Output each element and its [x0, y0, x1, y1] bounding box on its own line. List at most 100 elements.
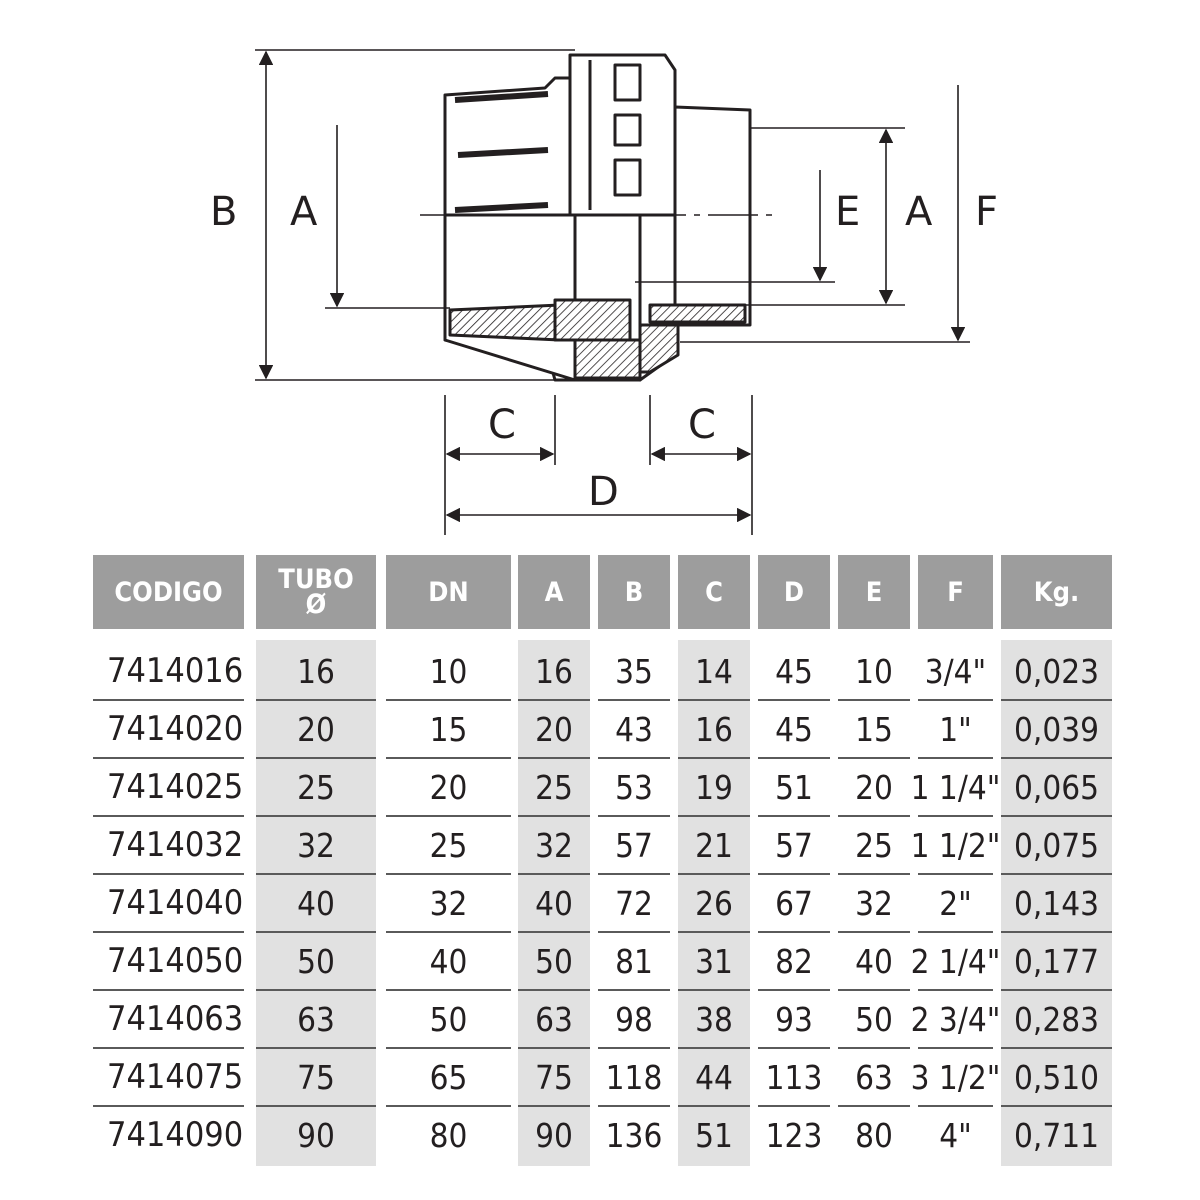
cell-e: 40	[855, 941, 893, 981]
fitting-body	[443, 53, 752, 382]
cell-codigo: 7414040	[107, 883, 244, 923]
row-divider	[256, 1105, 376, 1107]
row-divider	[386, 989, 511, 991]
cell-kg: 0,065	[1014, 767, 1099, 807]
cell-b: 81	[615, 941, 653, 981]
union-fitting-drawing: B A E A F C C D	[210, 49, 998, 535]
row-divider	[93, 989, 244, 991]
cell-dn: 40	[429, 941, 468, 981]
cell-codigo: 7414075	[107, 1057, 244, 1097]
row-divider	[758, 989, 830, 991]
row-divider	[256, 931, 376, 933]
row-divider	[518, 699, 590, 701]
row-divider	[1001, 757, 1112, 759]
cell-b: 72	[615, 883, 653, 923]
cell-e: 20	[855, 767, 893, 807]
column-shade	[518, 640, 590, 1166]
cell-e: 63	[855, 1057, 893, 1097]
label-b: B	[210, 189, 237, 235]
row-divider	[838, 1105, 910, 1107]
cell-a: 90	[535, 1115, 573, 1155]
cell-codigo: 7414050	[107, 941, 244, 981]
row-divider	[518, 1105, 590, 1107]
cell-f: 2 1/4"	[910, 941, 1001, 981]
cell-d: 93	[775, 999, 813, 1039]
cell-f: 2"	[939, 883, 972, 923]
row-divider	[386, 757, 511, 759]
cell-tubo: 63	[297, 999, 335, 1039]
row-divider	[518, 815, 590, 817]
cell-d: 45	[775, 651, 813, 691]
row-divider	[93, 1047, 244, 1049]
label-c-left: C	[488, 402, 516, 448]
dimension-labels: B A E A F C C D	[210, 189, 998, 515]
cell-kg: 0,143	[1014, 883, 1099, 923]
row-divider	[838, 989, 910, 991]
cell-codigo: 7414032	[107, 825, 244, 865]
row-divider	[678, 931, 750, 933]
cell-codigo: 7414016	[107, 651, 244, 691]
cell-a: 75	[535, 1057, 573, 1097]
cell-d: 82	[775, 941, 813, 981]
cell-codigo: 7414063	[107, 999, 244, 1039]
label-a-left: A	[290, 189, 318, 235]
cell-c: 19	[695, 767, 733, 807]
header-a: A	[518, 555, 590, 629]
row-divider	[758, 1047, 830, 1049]
cell-e: 10	[855, 651, 893, 691]
cell-f: 1 1/4"	[910, 767, 1001, 807]
cell-d: 51	[775, 767, 813, 807]
header-c: C	[678, 555, 750, 629]
cell-c: 38	[695, 999, 733, 1039]
row-divider	[758, 1105, 830, 1107]
cell-c: 16	[695, 709, 733, 749]
cell-tubo: 16	[297, 651, 335, 691]
cell-tubo: 25	[297, 767, 335, 807]
cell-codigo: 7414020	[107, 709, 244, 749]
cell-b: 35	[615, 651, 653, 691]
cell-d: 113	[765, 1057, 823, 1097]
cell-c: 21	[695, 825, 733, 865]
row-divider	[598, 757, 670, 759]
row-divider	[256, 699, 376, 701]
cell-c: 31	[695, 941, 733, 981]
row-divider	[598, 989, 670, 991]
cell-tubo: 20	[297, 709, 335, 749]
dimension-lines	[255, 49, 970, 535]
row-divider	[758, 699, 830, 701]
header-dn: DN	[386, 555, 511, 629]
cell-kg: 0,023	[1014, 651, 1099, 691]
cell-f: 4"	[939, 1115, 972, 1155]
cell-b: 57	[615, 825, 653, 865]
row-divider	[598, 699, 670, 701]
cell-kg: 0,039	[1014, 709, 1099, 749]
row-divider	[918, 873, 993, 875]
row-divider	[838, 931, 910, 933]
row-divider	[838, 873, 910, 875]
row-divider	[918, 815, 993, 817]
cell-kg: 0,075	[1014, 825, 1099, 865]
row-divider	[1001, 1105, 1112, 1107]
cell-tubo: 40	[297, 883, 335, 923]
cell-kg: 0,283	[1014, 999, 1099, 1039]
header-d: D	[758, 555, 830, 629]
row-divider	[256, 1047, 376, 1049]
label-a-right: A	[905, 189, 933, 235]
cell-dn: 32	[429, 883, 468, 923]
label-e: E	[835, 189, 860, 235]
cell-f: 1"	[939, 709, 972, 749]
cell-kg: 0,510	[1014, 1057, 1099, 1097]
row-divider	[758, 757, 830, 759]
cell-d: 45	[775, 709, 813, 749]
header-kg: Kg.	[1001, 555, 1112, 629]
cell-a: 16	[535, 651, 573, 691]
row-divider	[598, 1105, 670, 1107]
cell-d: 57	[775, 825, 813, 865]
cell-d: 67	[775, 883, 813, 923]
row-divider	[518, 757, 590, 759]
row-divider	[838, 757, 910, 759]
row-divider	[386, 873, 511, 875]
header-f: F	[918, 555, 993, 629]
row-divider	[518, 1047, 590, 1049]
column-shade	[256, 640, 376, 1166]
